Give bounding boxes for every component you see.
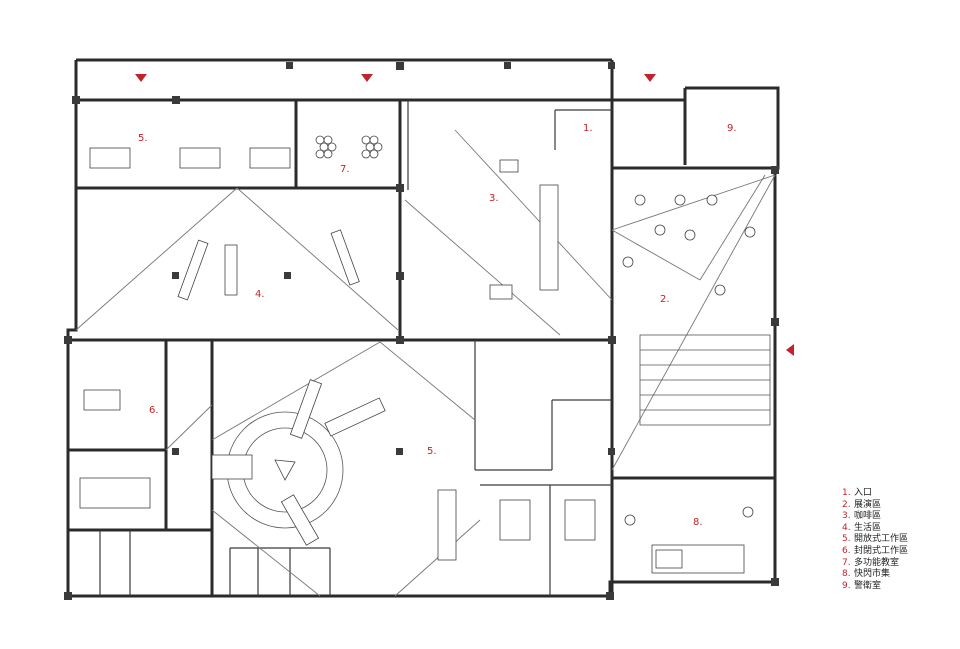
legend-item: 5.開放式工作區 [842, 534, 908, 546]
legend-number: 3. [842, 511, 851, 522]
zone-label-6: 6. [149, 405, 159, 416]
legend-number: 5. [842, 534, 851, 545]
legend-label: 生活區 [854, 522, 882, 533]
legend-number: 9. [842, 580, 851, 591]
legend-label: 快閃市集 [854, 569, 891, 580]
chairs [315, 135, 756, 526]
legend-number: 6. [842, 545, 851, 556]
zone-legend: 1.入口 2.展演區 3.咖啡區 4.生活區 5.開放式工作區 6.封閉式工作區… [842, 488, 908, 592]
legend-label: 警衛室 [854, 580, 882, 591]
zone-label-7: 7. [340, 164, 350, 175]
diagonal-grid [75, 129, 776, 597]
legend-item: 8.快閃市集 [842, 569, 908, 581]
legend-item: 1.入口 [842, 488, 908, 500]
entrance-arrow-2 [361, 74, 373, 82]
zone-label-9: 9. [727, 123, 737, 134]
legend-label: 封閉式工作區 [854, 545, 909, 556]
legend-item: 9.警衛室 [842, 581, 908, 593]
legend-label: 開放式工作區 [854, 534, 909, 545]
entrance-arrow-4 [786, 344, 794, 356]
zone-labels: 1. 2. 3. 4. 5. 5. 6. 7. 8. 9. [138, 123, 737, 528]
legend-number: 7. [842, 557, 851, 568]
legend-item: 3.咖啡區 [842, 511, 908, 523]
legend-number: 4. [842, 522, 851, 533]
entrance-markers [135, 74, 794, 356]
market-stall [651, 544, 745, 574]
zone-label-2: 2. [660, 294, 670, 305]
columns [64, 62, 779, 600]
legend-number: 2. [842, 499, 851, 510]
zone-label-5a: 5. [138, 133, 148, 144]
legend-item: 4.生活區 [842, 523, 908, 535]
stage-ramps [639, 334, 771, 426]
outer-walls [66, 58, 780, 598]
interior-walls [68, 98, 775, 596]
zone-label-3: 3. [489, 193, 499, 204]
legend-number: 8. [842, 569, 851, 580]
legend-item: 6.封閉式工作區 [842, 546, 908, 558]
entrance-arrow-1 [135, 74, 147, 82]
zone-label-1: 1. [583, 123, 593, 134]
tables [79, 147, 596, 561]
legend-label: 多功能教室 [854, 557, 900, 568]
legend-label: 展演區 [854, 499, 882, 510]
zone-label-4: 4. [255, 289, 265, 300]
entrance-arrow-3 [644, 74, 656, 82]
zone-label-5b: 5. [427, 446, 437, 457]
legend-item: 2.展演區 [842, 500, 908, 512]
legend-item: 7.多功能教室 [842, 558, 908, 570]
legend-label: 咖啡區 [854, 511, 882, 522]
legend-number: 1. [842, 488, 851, 498]
zone-label-8: 8. [693, 517, 703, 528]
legend-label: 入口 [854, 488, 873, 498]
